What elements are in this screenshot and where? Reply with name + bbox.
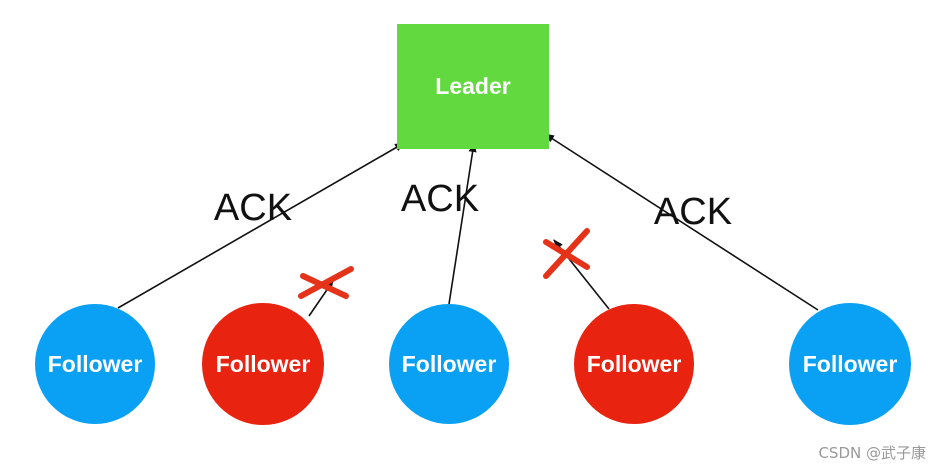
follower-label: Follower <box>803 351 898 377</box>
failed-cross-mark-2 <box>543 228 590 279</box>
follower-node-5: Follower <box>789 303 911 425</box>
watermark-text: CSDN @武子康 <box>818 444 926 462</box>
follower-node-2: Follower <box>202 303 324 425</box>
follower-label: Follower <box>587 351 682 377</box>
follower-label: Follower <box>402 351 497 377</box>
ack-arrow-follower-5 <box>544 133 819 311</box>
follower-node-1: Follower <box>35 304 155 424</box>
leader-node: Leader <box>397 24 549 149</box>
ack-arrow-follower-1 <box>117 142 405 309</box>
follower-label: Follower <box>216 351 311 377</box>
failed-cross-mark-1 <box>298 266 354 299</box>
ack-arrow-follower-3 <box>448 142 477 305</box>
follower-node-3: Follower <box>389 304 509 424</box>
follower-label: Follower <box>48 351 143 377</box>
ack-label-2: ACK <box>401 178 479 220</box>
ack-label-1: ACK <box>214 187 292 229</box>
follower-node-4: Follower <box>574 304 694 424</box>
leader-label: Leader <box>435 73 510 99</box>
ack-label-3: ACK <box>654 191 732 233</box>
